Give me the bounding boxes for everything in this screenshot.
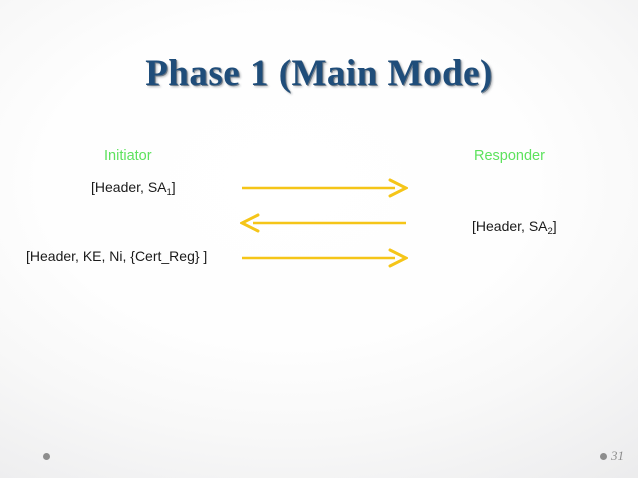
role-label-responder: Responder: [474, 148, 545, 164]
footer-bullet-left-icon: [43, 453, 50, 460]
message-label-2-subscript: 2: [547, 226, 553, 237]
message-label-1-subscript: 1: [166, 187, 172, 198]
message-label-3-text: [Header, KE, Ni, {Cert_Reg} ]: [26, 248, 208, 264]
message-label-1-suffix: ]: [171, 179, 176, 195]
message-label-1-text: [Header, SA: [91, 179, 167, 195]
role-label-initiator: Initiator: [104, 148, 152, 164]
title-container: Phase 1 (Main Mode): [0, 52, 638, 96]
arrow-left-icon-2: [240, 213, 408, 233]
message-label-2-suffix: ]: [552, 218, 557, 234]
message-label-2: [Header, SA2]: [472, 218, 557, 237]
arrow-right-icon-3: [240, 248, 408, 268]
page-title: Phase 1 (Main Mode): [145, 53, 493, 94]
footer-page-indicator: 31: [600, 448, 624, 464]
message-label-3: [Header, KE, Ni, {Cert_Reg} ]: [26, 248, 207, 264]
page-number: 31: [611, 448, 624, 463]
message-label-2-text: [Header, SA: [472, 218, 548, 234]
arrow-right-icon-1: [240, 178, 408, 198]
footer-bullet-right-icon: [600, 452, 607, 460]
message-label-1: [Header, SA1]: [91, 179, 176, 198]
